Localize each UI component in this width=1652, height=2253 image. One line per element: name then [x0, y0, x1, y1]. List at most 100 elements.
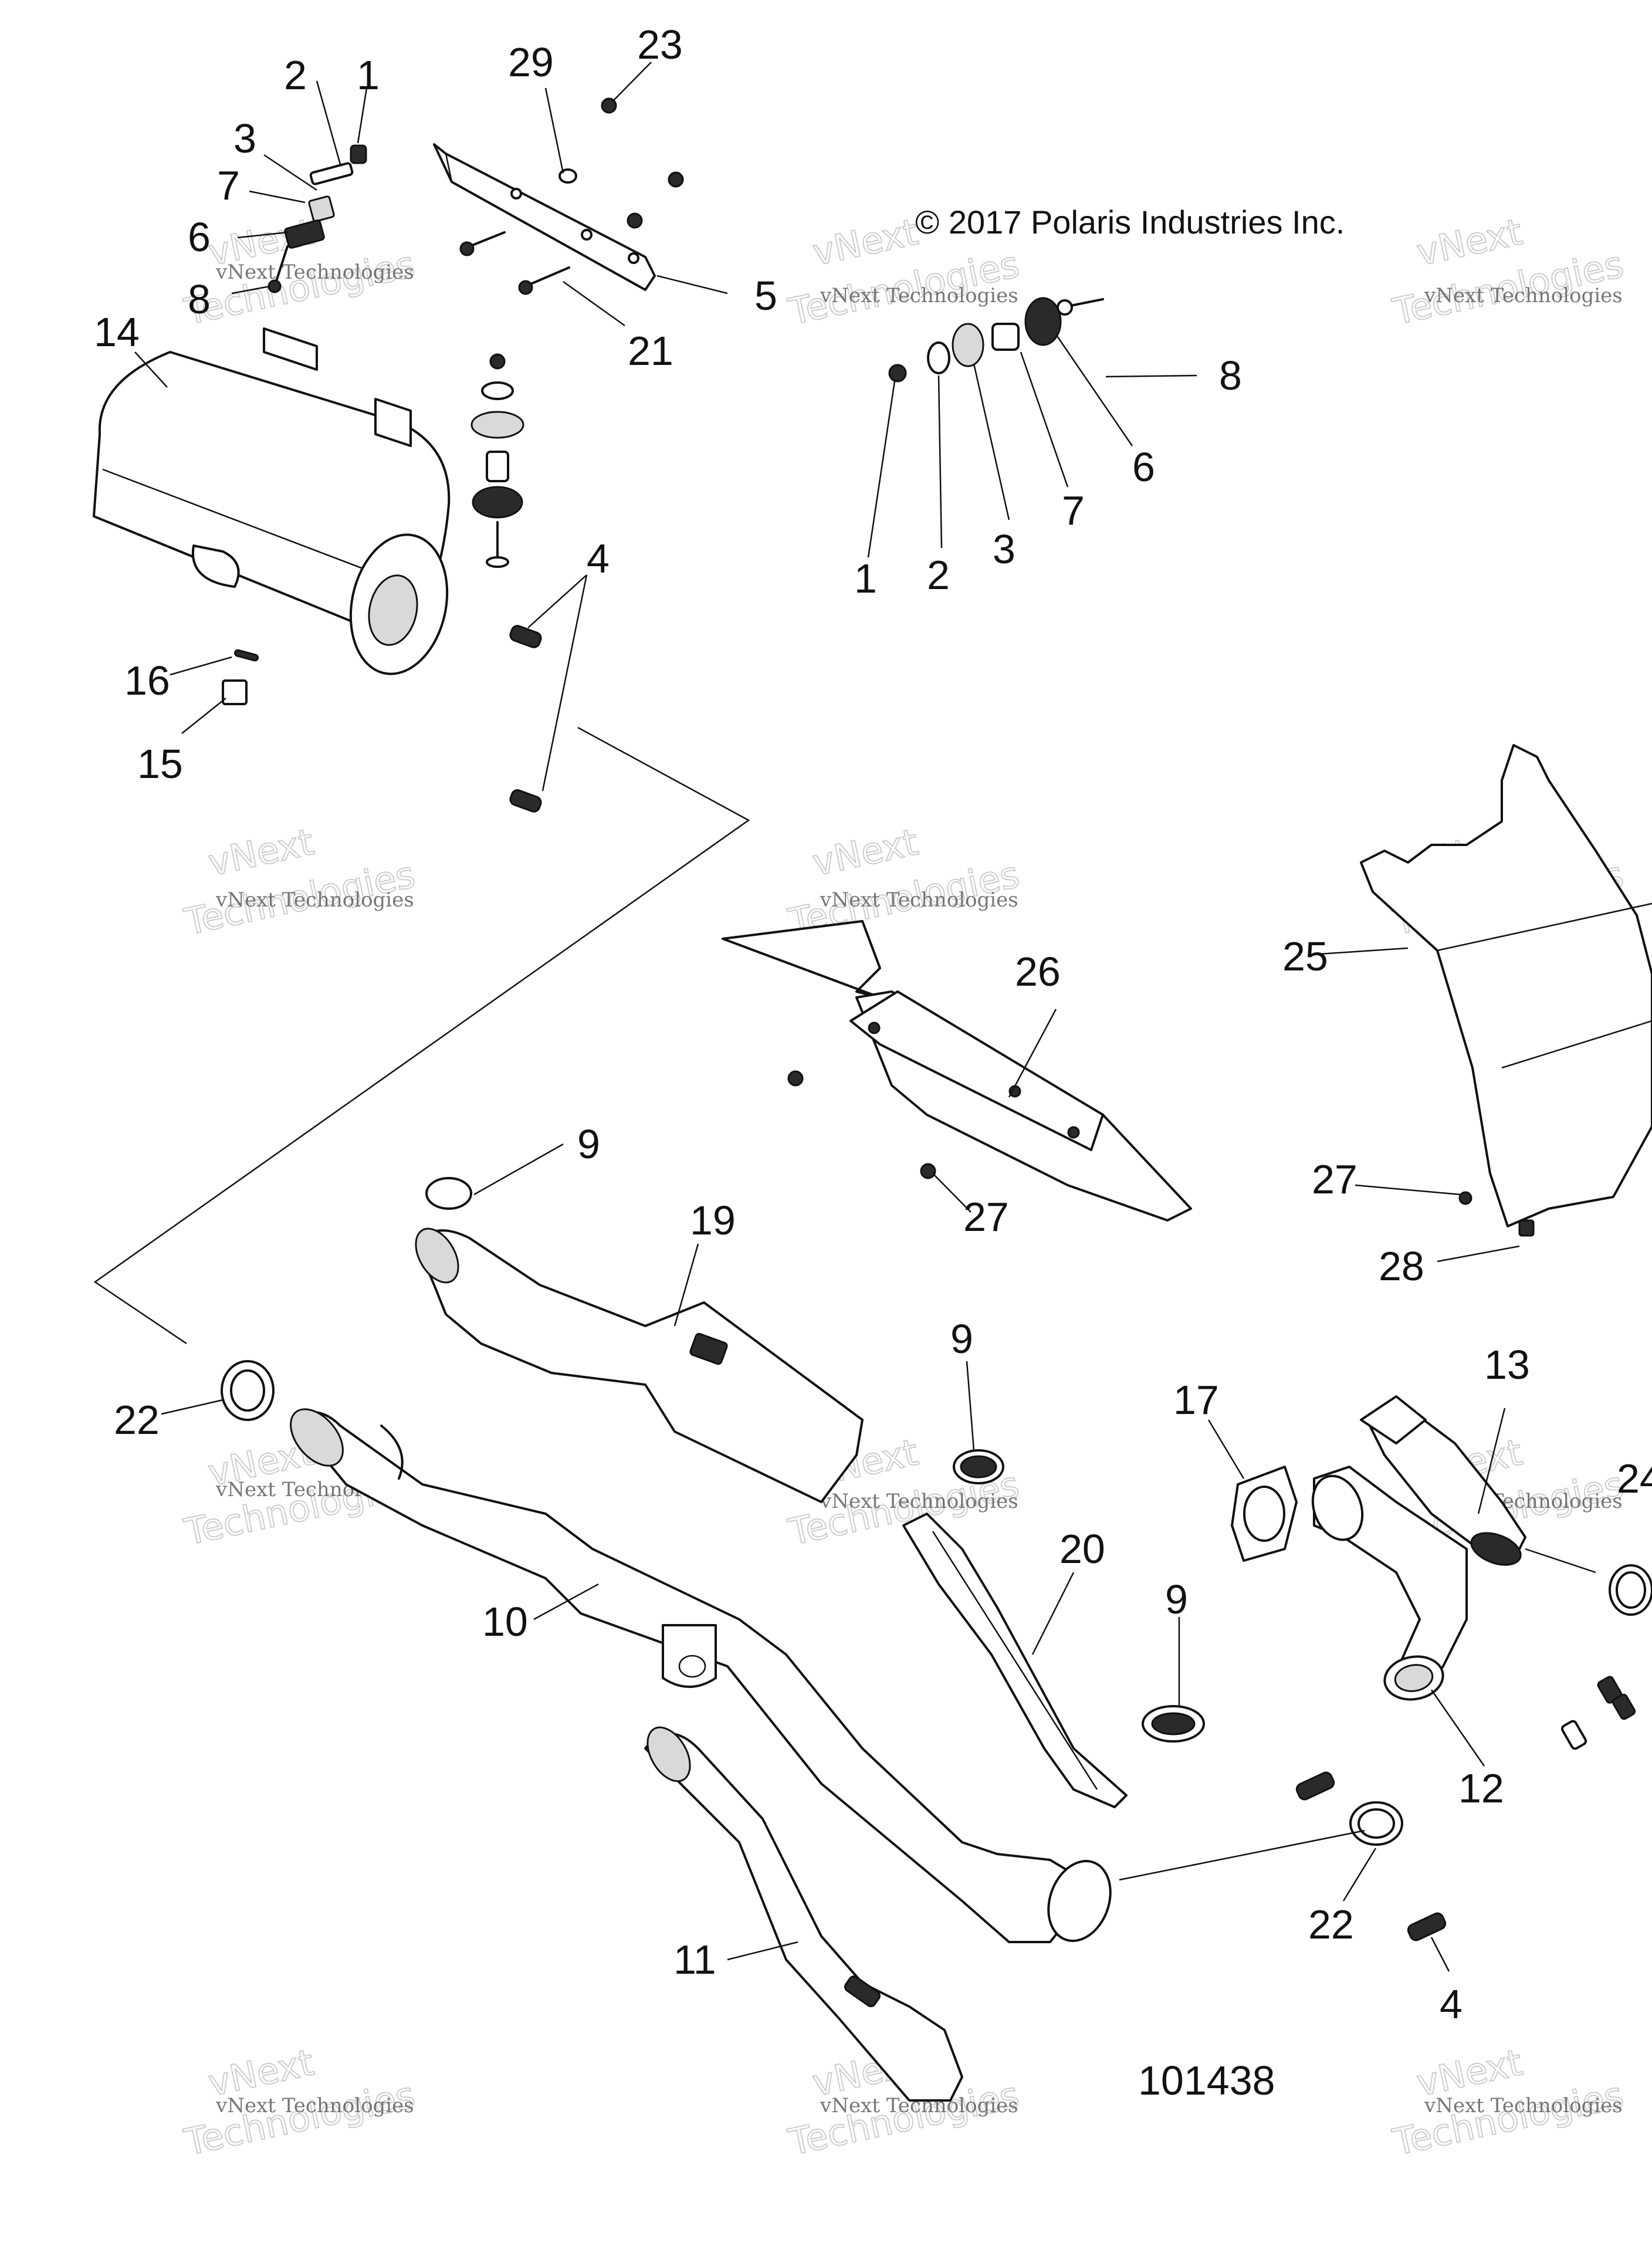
spring-part	[1407, 1912, 1447, 1941]
callout-8: 8	[1219, 353, 1242, 398]
header-12	[1311, 1466, 1468, 1701]
pipe-19-bracket	[689, 1332, 728, 1365]
watermark: vNext Technologies	[1389, 2040, 1628, 2164]
guide-line-22	[1119, 1829, 1365, 1881]
nut-part	[489, 353, 506, 370]
gasket-17	[1231, 1466, 1298, 1562]
callout-28: 28	[1379, 1243, 1424, 1289]
callout-25: 25	[1282, 933, 1328, 979]
callout-3: 3	[233, 116, 256, 161]
callout-7: 7	[1062, 488, 1085, 533]
watermark-text: vNext Technologies	[820, 284, 1018, 307]
callout-19: 19	[690, 1197, 736, 1243]
callout-6: 6	[1132, 444, 1155, 490]
watermark-text: vNext Technologies	[820, 888, 1018, 912]
springs-lower	[1295, 1771, 1447, 1941]
clamp-9-c	[1142, 1705, 1205, 1743]
watermark-text: vNext Technologies	[1424, 284, 1623, 307]
washer-part	[309, 162, 354, 185]
stud-part	[1612, 1693, 1636, 1720]
bracket-plate	[433, 143, 656, 291]
screw-part	[787, 1070, 804, 1087]
spacer-part	[308, 195, 335, 222]
header-13	[1360, 1395, 1526, 1566]
header-13-flange	[1360, 1395, 1427, 1445]
nut-part	[888, 364, 907, 383]
gasket-22-a	[221, 1360, 275, 1421]
heat-shield-26	[722, 920, 1192, 1222]
copyright-text: © 2017 Polaris Industries Inc.	[915, 204, 1345, 241]
nut-part	[627, 212, 643, 229]
pipe-10-flare	[290, 1408, 344, 1467]
callout-7: 7	[217, 163, 240, 208]
callout-numbers: 1 2 3 7 6 8 29 23 5 21 14 4 16 15 8 6 7 …	[94, 22, 1652, 2027]
clip-part	[234, 649, 259, 662]
svg-text:vNext: vNext	[809, 210, 922, 274]
callout-24: 24	[1617, 1456, 1652, 1501]
grommet-part	[472, 486, 523, 519]
hardware-stack-left	[268, 144, 367, 293]
svg-text:vNext: vNext	[205, 820, 317, 884]
shield-tip	[722, 920, 881, 999]
spring-part	[509, 789, 542, 813]
muffler	[93, 327, 451, 705]
pipe-20	[902, 1513, 1128, 1808]
svg-text:vNext: vNext	[1413, 210, 1526, 274]
callout-15: 15	[137, 741, 183, 787]
gasket-22-b	[1349, 1801, 1403, 1846]
watermark-text: vNext Technologies	[215, 261, 414, 284]
pipe-11-flare	[646, 1726, 691, 1782]
watermark: vNext Technologies	[180, 2040, 419, 2164]
bolt-part	[1067, 298, 1104, 307]
callout-14: 14	[94, 309, 140, 355]
spring-clip	[380, 1425, 404, 1480]
callout-9: 9	[950, 1316, 973, 1362]
spacer-part	[991, 323, 1020, 351]
watermark-text: vNext Technologies	[1424, 2094, 1623, 2117]
screw-part	[1458, 1191, 1472, 1205]
grommet-part	[952, 323, 984, 367]
pipe-19-body	[415, 1229, 864, 1503]
header-13-clamp	[1470, 1532, 1522, 1566]
heat-shield-bracket	[433, 97, 684, 295]
callout-3: 3	[993, 526, 1015, 572]
callout-22: 22	[114, 1397, 160, 1443]
grommet-part	[284, 219, 325, 249]
assembly-guide-line	[93, 726, 750, 1345]
pipe-10	[290, 1408, 1112, 1943]
callout-16: 16	[124, 658, 170, 703]
screw-part	[920, 1163, 936, 1179]
watermark: vNext Technologies	[1389, 209, 1628, 334]
callout-20: 20	[1059, 1526, 1105, 1572]
callout-23: 23	[637, 22, 683, 67]
mount-stack-center	[470, 353, 524, 568]
heat-shield-25	[1360, 744, 1652, 1237]
callout-13: 13	[1484, 1342, 1530, 1388]
clamp-9-b	[953, 1449, 1004, 1484]
nut-part	[601, 97, 617, 114]
callout-4: 4	[587, 536, 610, 581]
stud-part	[1560, 1720, 1587, 1750]
svg-text:vNext: vNext	[809, 820, 922, 884]
nut-part	[668, 171, 684, 188]
pipe-11-body	[644, 1733, 963, 2102]
callout-27: 27	[963, 1194, 1009, 1240]
grommet-part	[470, 411, 524, 439]
pipe-11-clamp	[844, 1975, 881, 2008]
pipe-11	[644, 1726, 963, 2102]
callout-17: 17	[1173, 1377, 1219, 1423]
pipe-19-flare	[415, 1227, 459, 1284]
muffler-inlet	[191, 544, 240, 588]
callout-6: 6	[188, 214, 211, 260]
clamp-9-a	[425, 1177, 472, 1210]
clip-part	[1518, 1219, 1535, 1237]
screw-part	[527, 266, 570, 286]
diagram-id: 101438	[1138, 2058, 1275, 2103]
studs-right	[1560, 1676, 1636, 1750]
callout-2: 2	[284, 52, 307, 98]
washer-part	[481, 381, 514, 400]
watermark-text: vNext Technologies	[820, 1490, 1018, 1513]
callout-10: 10	[482, 1599, 528, 1645]
callout-22: 22	[1308, 1902, 1354, 1947]
